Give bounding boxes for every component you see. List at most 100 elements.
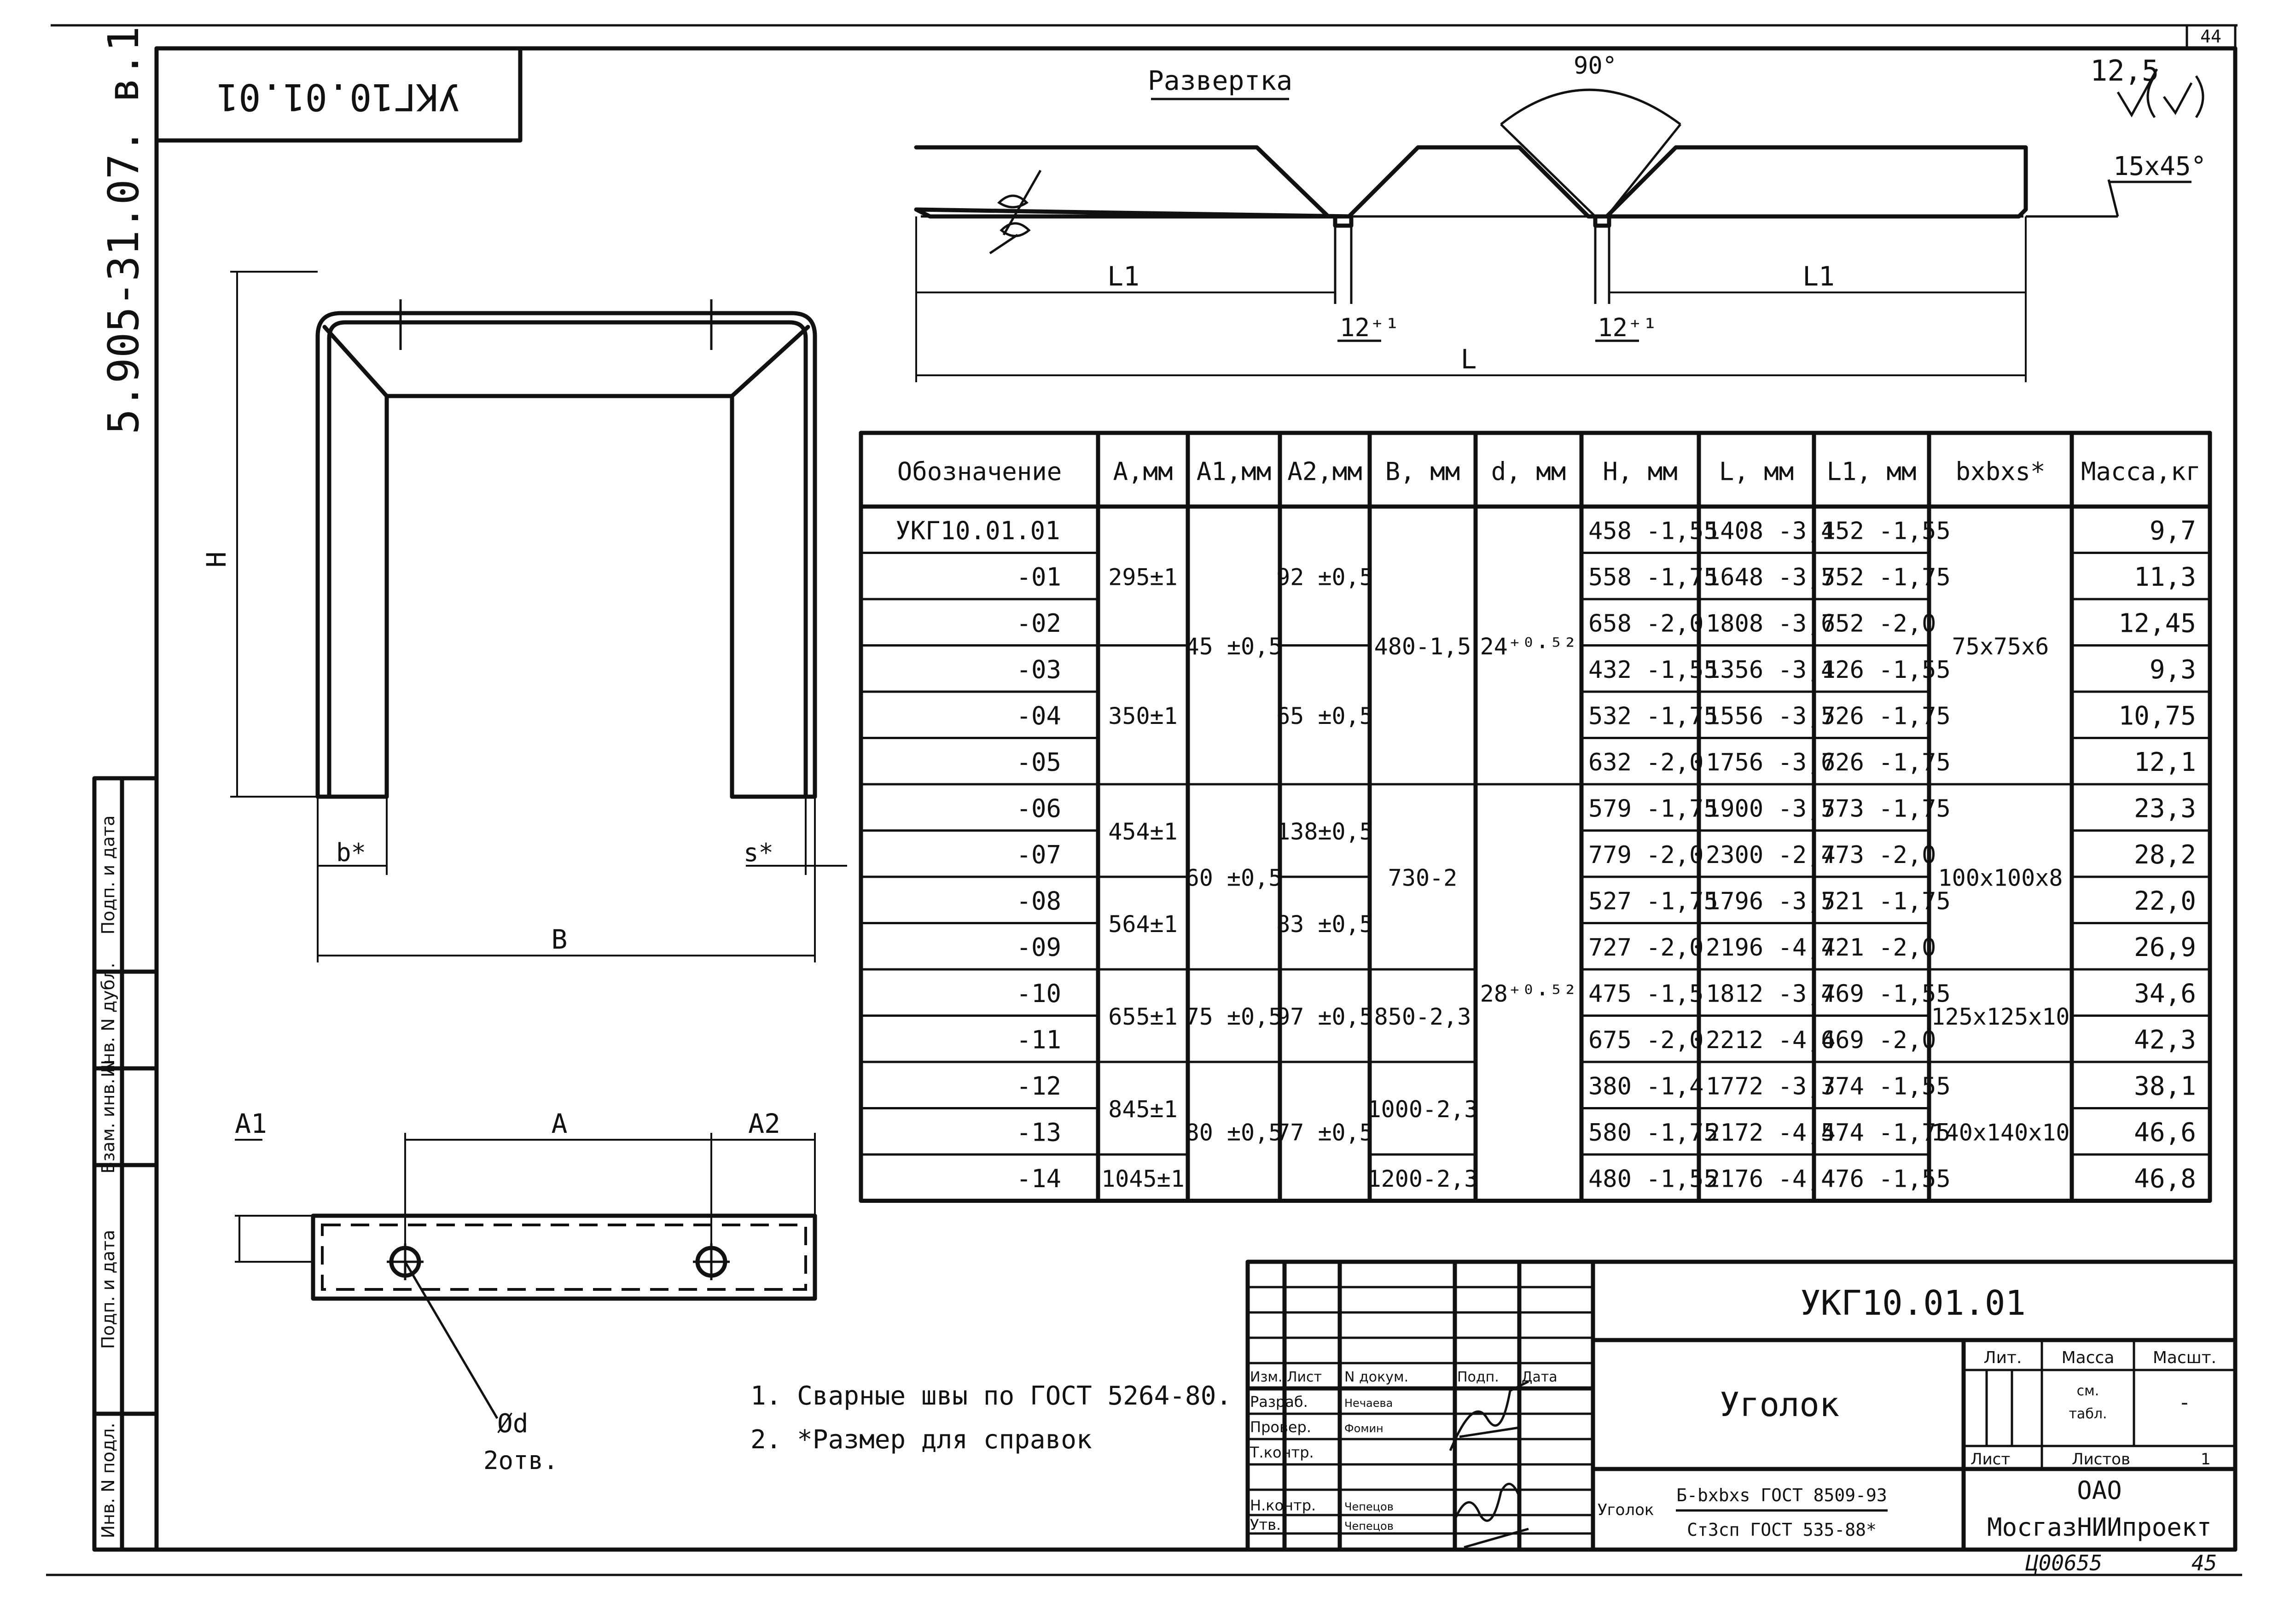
dim-h: H xyxy=(201,552,232,568)
table-cell-l: 1648 -3,7 xyxy=(1706,564,1836,591)
table-cell-a: 564±1 xyxy=(1108,911,1178,938)
note-1: 1. Сварные швы по ГОСТ 5264-80. xyxy=(750,1381,1232,1411)
dim-l1-right: L1 xyxy=(1802,261,1835,292)
table-cell-l: 1556 -3,7 xyxy=(1706,702,1836,730)
table-cell-mass: 23,3 xyxy=(2134,793,2196,823)
dim-b-total: B xyxy=(552,924,568,955)
tb-list: Лист xyxy=(1287,1369,1322,1385)
front-view: H b* s* B xyxy=(201,271,847,962)
table-cell-designation: -10 xyxy=(1016,979,1061,1008)
table-cell-l: 1756 -3,7 xyxy=(1706,749,1836,776)
table-header: H, мм xyxy=(1603,457,1678,486)
note-2: 2. *Размер для справок xyxy=(750,1425,1092,1455)
table-cell-mass: 46,8 xyxy=(2134,1164,2196,1194)
tb-nkontr: Н.контр. xyxy=(1250,1497,1316,1514)
table-cell-l: 1900 -3,7 xyxy=(1706,795,1836,822)
tb-utv: Утв. xyxy=(1250,1516,1281,1533)
table-cell-a1: 45 ±0,5 xyxy=(1186,633,1283,660)
table-cell-b: 1200-2,3 xyxy=(1367,1166,1478,1192)
table-cell-designation: -08 xyxy=(1016,886,1061,915)
tb-massa: Масса xyxy=(2062,1348,2115,1367)
table-cell-mass: 38,1 xyxy=(2134,1071,2196,1101)
table-header: bxbxs* xyxy=(1955,457,2045,486)
table-cell-bxbxs: 75x75x6 xyxy=(1952,633,2049,660)
table-cell-l: 2176 -4,4 xyxy=(1706,1165,1836,1193)
tb-scale-value: - xyxy=(2181,1391,2188,1414)
table-header: Обозначение xyxy=(897,457,1062,486)
flat-pattern-view: Развертка 90° 15x45° L1 L1 12⁺¹ 12⁺¹ xyxy=(914,52,2206,382)
table-cell-a: 1045±1 xyxy=(1101,1166,1185,1192)
table-cell-mass: 22,0 xyxy=(2134,886,2196,916)
signature-1 xyxy=(1449,1380,1529,1451)
dim-b: b* xyxy=(336,838,366,867)
table-cell-l1: 573 -1,75 xyxy=(1821,795,1951,822)
table-cell-h: 658 -2,0 xyxy=(1588,610,1703,637)
chamfer-label: 15x45° xyxy=(2113,152,2206,181)
table-cell-l1: 452 -1,55 xyxy=(1821,517,1951,545)
table-cell-l1: 721 -2,0 xyxy=(1821,934,1936,962)
table-cell-mass: 9,7 xyxy=(2150,516,2196,546)
title-block: Изм. Лист N докум. Подп. Дата Разраб. Не… xyxy=(1245,1259,2238,1575)
dim-l-total: L xyxy=(1461,344,1477,375)
table-cell-l1: 526 -1,75 xyxy=(1821,702,1951,730)
table-cell-l1: 469 -1,55 xyxy=(1821,980,1951,1008)
table-cell-mass: 28,2 xyxy=(2134,840,2196,870)
tb-page-number: 45 xyxy=(2191,1551,2217,1575)
table-header: A2,мм xyxy=(1287,457,1362,486)
table-cell-l: 2212 -4,4 xyxy=(1706,1026,1836,1054)
table-cell-l: 1808 -3,7 xyxy=(1706,610,1836,637)
table-cell-designation: -06 xyxy=(1016,794,1061,823)
strip-sign-date: Подп. и дата xyxy=(98,816,118,935)
table-cell-mass: 11,3 xyxy=(2134,562,2196,592)
table-header: A,мм xyxy=(1113,457,1173,486)
tb-utv-name: Чепецов xyxy=(1344,1520,1394,1533)
tb-sheet: Лист xyxy=(1970,1450,2010,1469)
table-cell-bxbxs: 100x100x8 xyxy=(1938,865,2063,892)
tb-razrab-name: Нечаева xyxy=(1344,1397,1393,1410)
table-cell-bxbxs: 140x140x10 xyxy=(1931,1119,2069,1146)
tb-masshtab: Масшт. xyxy=(2153,1348,2216,1367)
table-cell-l: 1796 -3,7 xyxy=(1706,887,1836,915)
tb-org-2: МосгазНИИпроект xyxy=(1987,1513,2212,1542)
table-cell-d: 24⁺⁰·⁵² xyxy=(1480,633,1577,660)
table-cell-designation: -09 xyxy=(1016,933,1061,962)
tb-sign: Подп. xyxy=(1457,1369,1499,1385)
table-cell-mass: 34,6 xyxy=(2134,979,2196,1009)
table-header: Масса,кг xyxy=(2081,457,2201,486)
tb-table: табл. xyxy=(2069,1406,2107,1422)
table-cell-l1: 521 -1,75 xyxy=(1821,887,1951,915)
table-header: d, мм xyxy=(1491,457,1566,486)
table-cell-h: 579 -1,75 xyxy=(1588,795,1718,822)
table-cell-h: 727 -2,0 xyxy=(1588,934,1703,962)
table-cell-designation: -12 xyxy=(1016,1072,1061,1101)
table-cell-l1: 669 -2,0 xyxy=(1821,1026,1936,1054)
table-cell-l1: 652 -2,0 xyxy=(1821,610,1936,637)
table-header: L, мм xyxy=(1719,457,1794,486)
table-cell-h: 475 -1,5 xyxy=(1588,980,1703,1008)
tb-material-label: Уголок xyxy=(1598,1501,1654,1519)
table-cell-b: 850-2,3 xyxy=(1374,1003,1471,1030)
tb-razrab: Разраб. xyxy=(1250,1393,1308,1411)
flat-pattern-title: Развертка xyxy=(1148,65,1292,96)
table-cell-d: 28⁺⁰·⁵² xyxy=(1480,980,1577,1007)
table-cell-h: 380 -1,4 xyxy=(1588,1073,1703,1100)
table-cell-h: 432 -1,55 xyxy=(1588,656,1718,684)
table-cell-designation: -04 xyxy=(1016,701,1061,730)
table-cell-designation: -05 xyxy=(1016,747,1061,776)
strip-replace-inv: Взам. инв. N xyxy=(98,1060,118,1174)
table-cell-mass: 26,9 xyxy=(2134,933,2196,962)
dim-gap-right: 12⁺¹ xyxy=(1598,313,1657,342)
dim-l1-left: L1 xyxy=(1107,261,1139,292)
svg-text:12,5: 12,5 xyxy=(2090,54,2159,87)
table-cell-designation: -07 xyxy=(1016,840,1061,869)
table-cell-bxbxs: 125x125x10 xyxy=(1931,1003,2069,1030)
table-cell-h: 558 -1,75 xyxy=(1588,564,1718,591)
table-cell-l: 1772 -3,7 xyxy=(1706,1073,1836,1100)
table-cell-designation: -02 xyxy=(1016,609,1061,638)
table-cell-designation: -03 xyxy=(1016,655,1061,684)
strip-inv-dupl: Инв. N дубл. xyxy=(98,963,118,1078)
table-cell-l1: 552 -1,75 xyxy=(1821,564,1951,591)
table-cell-h: 779 -2,0 xyxy=(1588,841,1703,869)
